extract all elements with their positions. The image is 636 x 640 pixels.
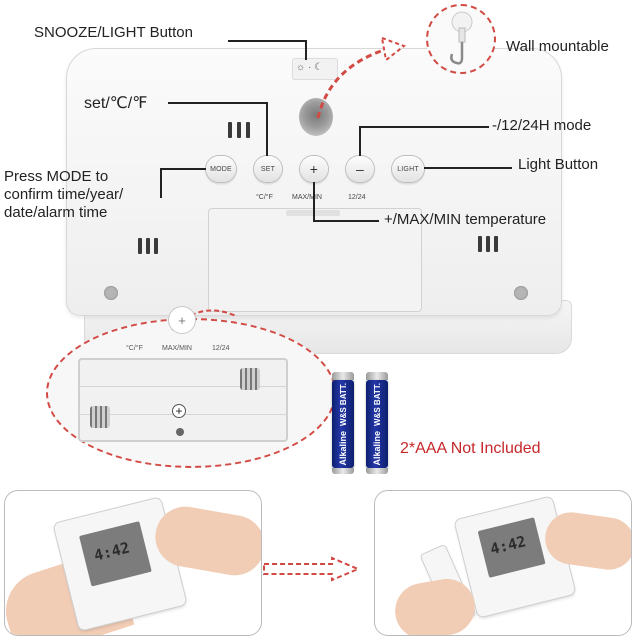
h12-24-caption: 12/24 [348,194,366,201]
compartment-unit-label: °C/°F [126,345,143,352]
vent-slot [494,236,498,252]
set-unit-label: set/℃/℉ [84,95,148,112]
battery-type: Alkaline [372,430,382,466]
aaa-battery: W&S BATT. Alkaline [332,372,354,474]
rubber-foot [514,286,528,300]
max-min-caption: MAX/MIN [292,194,322,201]
unit-caption: °C/°F [256,194,273,201]
snooze-light-button[interactable] [292,58,338,80]
left-hand [390,574,480,635]
compartment-12-24-label: 12/24 [212,345,230,352]
minus-button-label: – [356,161,364,177]
zoom-connector [171,309,237,331]
snooze-pointer-line [305,40,307,60]
press-mode-label-line2: confirm time/year/ [4,186,124,203]
minus-pointer-line [359,126,489,128]
lcd-screen: 4:42 [477,517,546,578]
rubber-foot [104,286,118,300]
battery-brand: W&S BATT. [338,382,348,426]
mount-arrow-icon [316,36,407,119]
vent-slot [154,238,158,254]
photo-holding-clock: 4:42 [4,490,262,636]
battery-spring [240,368,260,390]
wall-mountable-label: Wall mountable [506,38,609,55]
plus-pointer-line [313,182,315,222]
mode-button[interactable]: MODE [206,156,236,182]
vent-slot [146,238,150,254]
battery-door[interactable] [208,208,422,312]
vent-slot [138,238,142,254]
vent-slot [228,122,232,138]
snooze-pointer-line [228,40,307,42]
set-button-label: SET [260,165,276,173]
screw-icon [176,428,184,436]
minus-pointer-line [359,126,361,156]
hook-icon [450,11,473,65]
light-button-label: LIGHT [397,165,419,173]
mode-pointer-line [160,168,206,170]
mode-button-label: MODE [210,165,232,173]
press-mode-label-line3: date/alarm time [4,204,108,221]
vent-slot [246,122,250,138]
wall-hanging-hole [299,98,333,136]
vent-slot [478,236,482,252]
zoom-plus-marker: + [168,306,196,334]
battery-type: Alkaline [338,430,348,466]
plus-max-min-label: +/MAX/MIN temperature [384,211,547,228]
aaa-battery: W&S BATT. Alkaline [366,372,388,474]
minus-button[interactable]: – [346,156,374,182]
plus-button[interactable]: + [300,156,328,182]
lcd-time: 4:42 [92,538,132,565]
vent-slot [237,122,241,138]
batteries-not-included-label: 2*AAA Not Included [400,440,541,457]
compartment-max-min-label: MAX/MIN [162,345,192,352]
light-button[interactable]: LIGHT [392,156,424,182]
lcd-screen: 4:42 [79,521,152,587]
sun-icon: ☼ · ☾ [296,62,324,73]
battery-brand: W&S BATT. [372,382,382,426]
snooze-light-label: SNOOZE/LIGHT Button [34,24,193,41]
mode-pointer-line [160,168,162,198]
set-button[interactable]: SET [254,156,282,182]
press-mode-label-line1: Press MODE to [4,168,109,185]
vent-slot [486,236,490,252]
set-pointer-line [168,102,268,104]
plus-pointer-line [313,220,379,222]
photo-attaching-base: 4:42 [374,490,632,636]
lcd-time: 4:42 [488,532,528,559]
zoom-plus-label: + [178,312,186,328]
plus-polarity-icon: + [172,404,186,418]
set-pointer-line [266,102,268,156]
battery-spring [90,406,110,428]
mode-12-24-label: -/12/24H mode [492,117,592,134]
light-button-caption: Light Button [518,156,599,173]
light-pointer-line [424,167,512,169]
plus-button-label: + [309,161,319,177]
next-step-arrow-icon [263,556,361,582]
